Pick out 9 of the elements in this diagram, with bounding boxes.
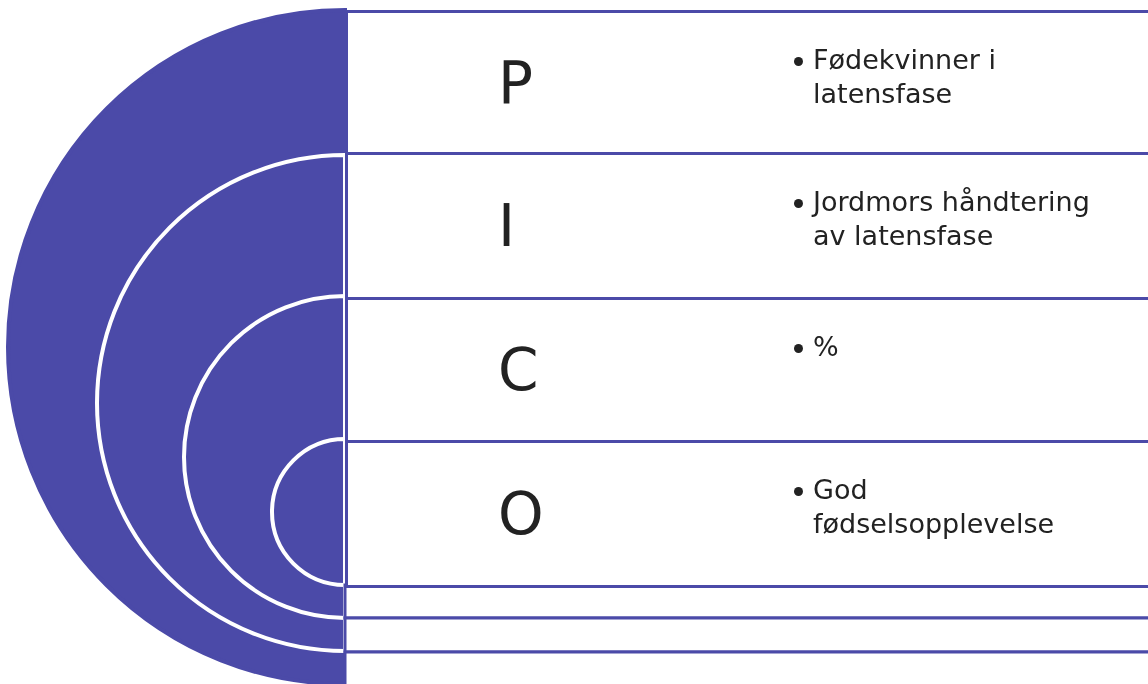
bullet-text: God fødselsopplevelse	[813, 473, 1056, 541]
pico-letter: C	[498, 341, 539, 399]
bullet-text: %	[813, 330, 840, 364]
pico-letter: I	[498, 197, 516, 255]
pico-letter: O	[498, 485, 544, 543]
pico-letter: P	[498, 53, 533, 112]
bullet-text: Fødekvinner i latensfase	[813, 43, 997, 111]
row-box	[345, 10, 1148, 155]
bullet-text: Jordmors håndtering av latensfase	[813, 185, 1091, 253]
